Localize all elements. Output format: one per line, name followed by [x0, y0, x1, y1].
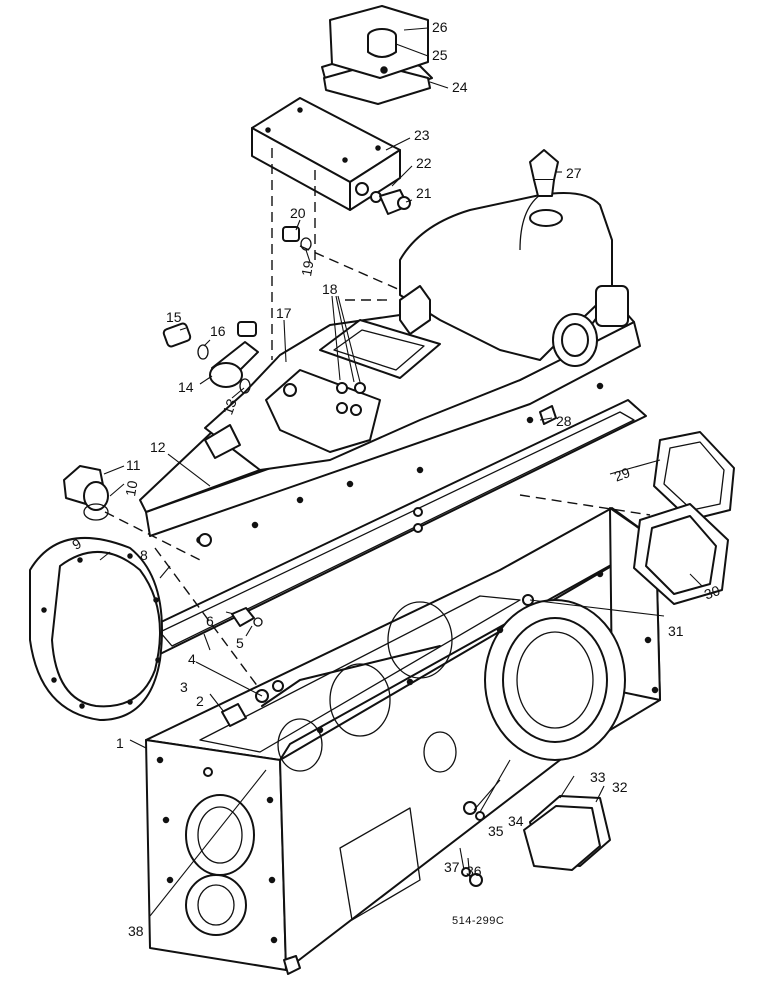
callout-1: 1 — [116, 735, 124, 751]
callout-31: 31 — [668, 623, 684, 639]
small-fittings — [198, 405, 557, 887]
callout-30: 30 — [702, 582, 722, 602]
callout-14: 14 — [178, 379, 194, 395]
callout-13: 13 — [219, 396, 239, 416]
leader-lines — [99, 27, 703, 917]
callout-19: 19 — [298, 259, 316, 277]
callout-18: 18 — [322, 281, 338, 297]
callout-29: 29 — [612, 464, 632, 484]
drawing-code: 514-299C — [452, 915, 504, 927]
callout-12: 12 — [150, 439, 166, 455]
callout-20: 20 — [290, 205, 306, 221]
transmission-case — [145, 507, 661, 975]
side-cover-32-33 — [523, 795, 611, 871]
callout-36: 36 — [466, 863, 482, 879]
fitting-21-22 — [355, 182, 411, 215]
callout-26: 26 — [432, 19, 448, 35]
callout-15: 15 — [166, 309, 182, 325]
filler-cap — [529, 149, 559, 197]
callout-33: 33 — [590, 769, 606, 785]
callout-11: 11 — [126, 457, 141, 473]
callout-24: 24 — [452, 79, 468, 95]
callout-16: 16 — [210, 323, 226, 339]
callout-3: 3 — [180, 679, 188, 695]
callout-23: 23 — [414, 127, 430, 143]
fitting-19-20 — [282, 226, 312, 251]
side-cover-30 — [633, 503, 729, 605]
side-cover-29 — [653, 431, 735, 521]
fitting-14-16 — [162, 321, 259, 394]
callout-2: 2 — [196, 693, 204, 709]
callout-4: 4 — [188, 651, 196, 667]
callout-38: 38 — [128, 923, 144, 939]
callout-34: 34 — [508, 813, 524, 829]
callout-5: 5 — [236, 635, 244, 651]
callout-21: 21 — [416, 185, 432, 201]
callout-labels: 26 25 24 23 22 21 27 20 19 18 17 16 15 1… — [69, 19, 722, 939]
callout-25: 25 — [432, 47, 448, 63]
callout-35: 35 — [488, 823, 504, 839]
callout-28: 28 — [556, 413, 572, 429]
callout-10: 10 — [122, 479, 140, 497]
rear-axle-gasket — [29, 537, 163, 721]
callout-17: 17 — [276, 305, 292, 321]
callout-32: 32 — [612, 779, 628, 795]
callout-27: 27 — [566, 165, 582, 181]
callout-37: 37 — [444, 859, 460, 875]
callout-8: 8 — [140, 547, 148, 563]
hydraulic-lift-housing — [139, 192, 641, 544]
callout-22: 22 — [416, 155, 432, 171]
top-cover-plate — [321, 5, 433, 105]
plug-10-11 — [63, 465, 109, 521]
callout-6: 6 — [206, 613, 214, 629]
